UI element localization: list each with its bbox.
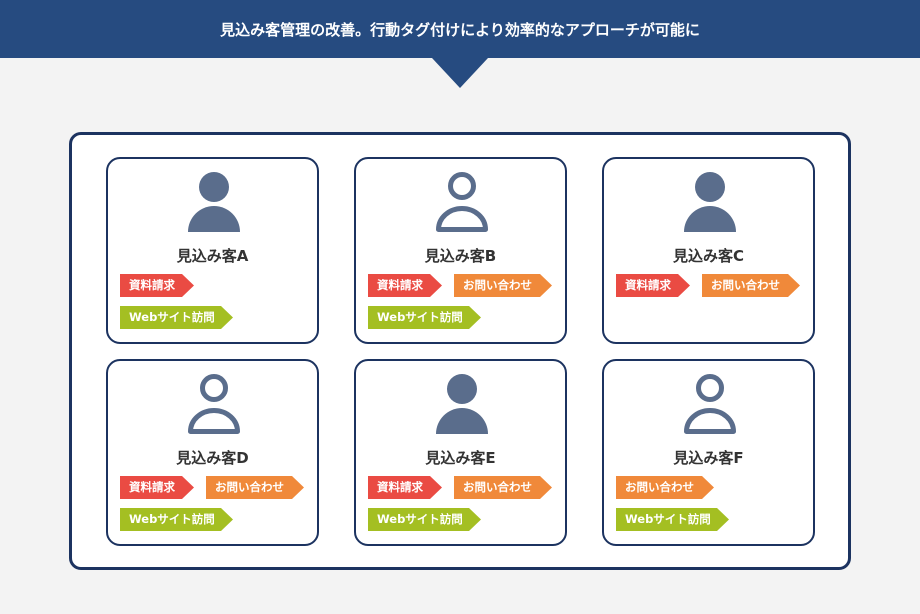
prospect-name: 見込み客F — [673, 449, 744, 467]
behavior-tag: Webサイト訪問 — [120, 306, 233, 329]
behavior-tag: 資料請求 — [616, 274, 690, 297]
prospect-name: 見込み客D — [176, 449, 249, 467]
behavior-tag: お問い合わせ — [206, 476, 304, 499]
behavior-tag: 資料請求 — [368, 274, 442, 297]
prospect-card: 見込み客F お問い合わせ Webサイト訪問 — [602, 359, 815, 546]
person-outline-icon — [684, 374, 736, 434]
prospect-card: 見込み客B 資料請求お問い合わせ Webサイト訪問 — [354, 157, 567, 344]
header-title: 見込み客管理の改善。行動タグ付けにより効率的なアプローチが可能に — [220, 20, 700, 39]
person-filled-icon — [436, 374, 488, 434]
behavior-tag: Webサイト訪問 — [616, 508, 729, 531]
person-filled-icon — [684, 172, 736, 232]
behavior-tag: Webサイト訪問 — [368, 306, 481, 329]
behavior-tag: 資料請求 — [120, 476, 194, 499]
behavior-tag: お問い合わせ — [616, 476, 714, 499]
behavior-tag: Webサイト訪問 — [120, 508, 233, 531]
behavior-tag: お問い合わせ — [702, 274, 800, 297]
prospect-name: 見込み客B — [424, 247, 497, 265]
person-filled-icon — [188, 172, 240, 232]
behavior-tag: Webサイト訪問 — [368, 508, 481, 531]
behavior-tag: 資料請求 — [368, 476, 442, 499]
prospect-card: 見込み客D 資料請求お問い合わせ Webサイト訪問 — [106, 359, 319, 546]
person-outline-icon — [436, 172, 488, 232]
prospect-card: 見込み客A 資料請求 Webサイト訪問 — [106, 157, 319, 344]
person-outline-icon — [188, 374, 240, 434]
behavior-tag: お問い合わせ — [454, 274, 552, 297]
header-banner: 見込み客管理の改善。行動タグ付けにより効率的なアプローチが可能に — [0, 0, 920, 58]
prospect-name: 見込み客A — [176, 247, 249, 265]
prospect-card: 見込み客E 資料請求お問い合わせ Webサイト訪問 — [354, 359, 567, 546]
prospect-name: 見込み客E — [425, 449, 496, 467]
prospect-card: 見込み客C 資料請求お問い合わせ — [602, 157, 815, 344]
behavior-tag: 資料請求 — [120, 274, 194, 297]
behavior-tag: お問い合わせ — [454, 476, 552, 499]
prospect-name: 見込み客C — [672, 247, 744, 265]
down-arrow-icon — [432, 58, 488, 88]
